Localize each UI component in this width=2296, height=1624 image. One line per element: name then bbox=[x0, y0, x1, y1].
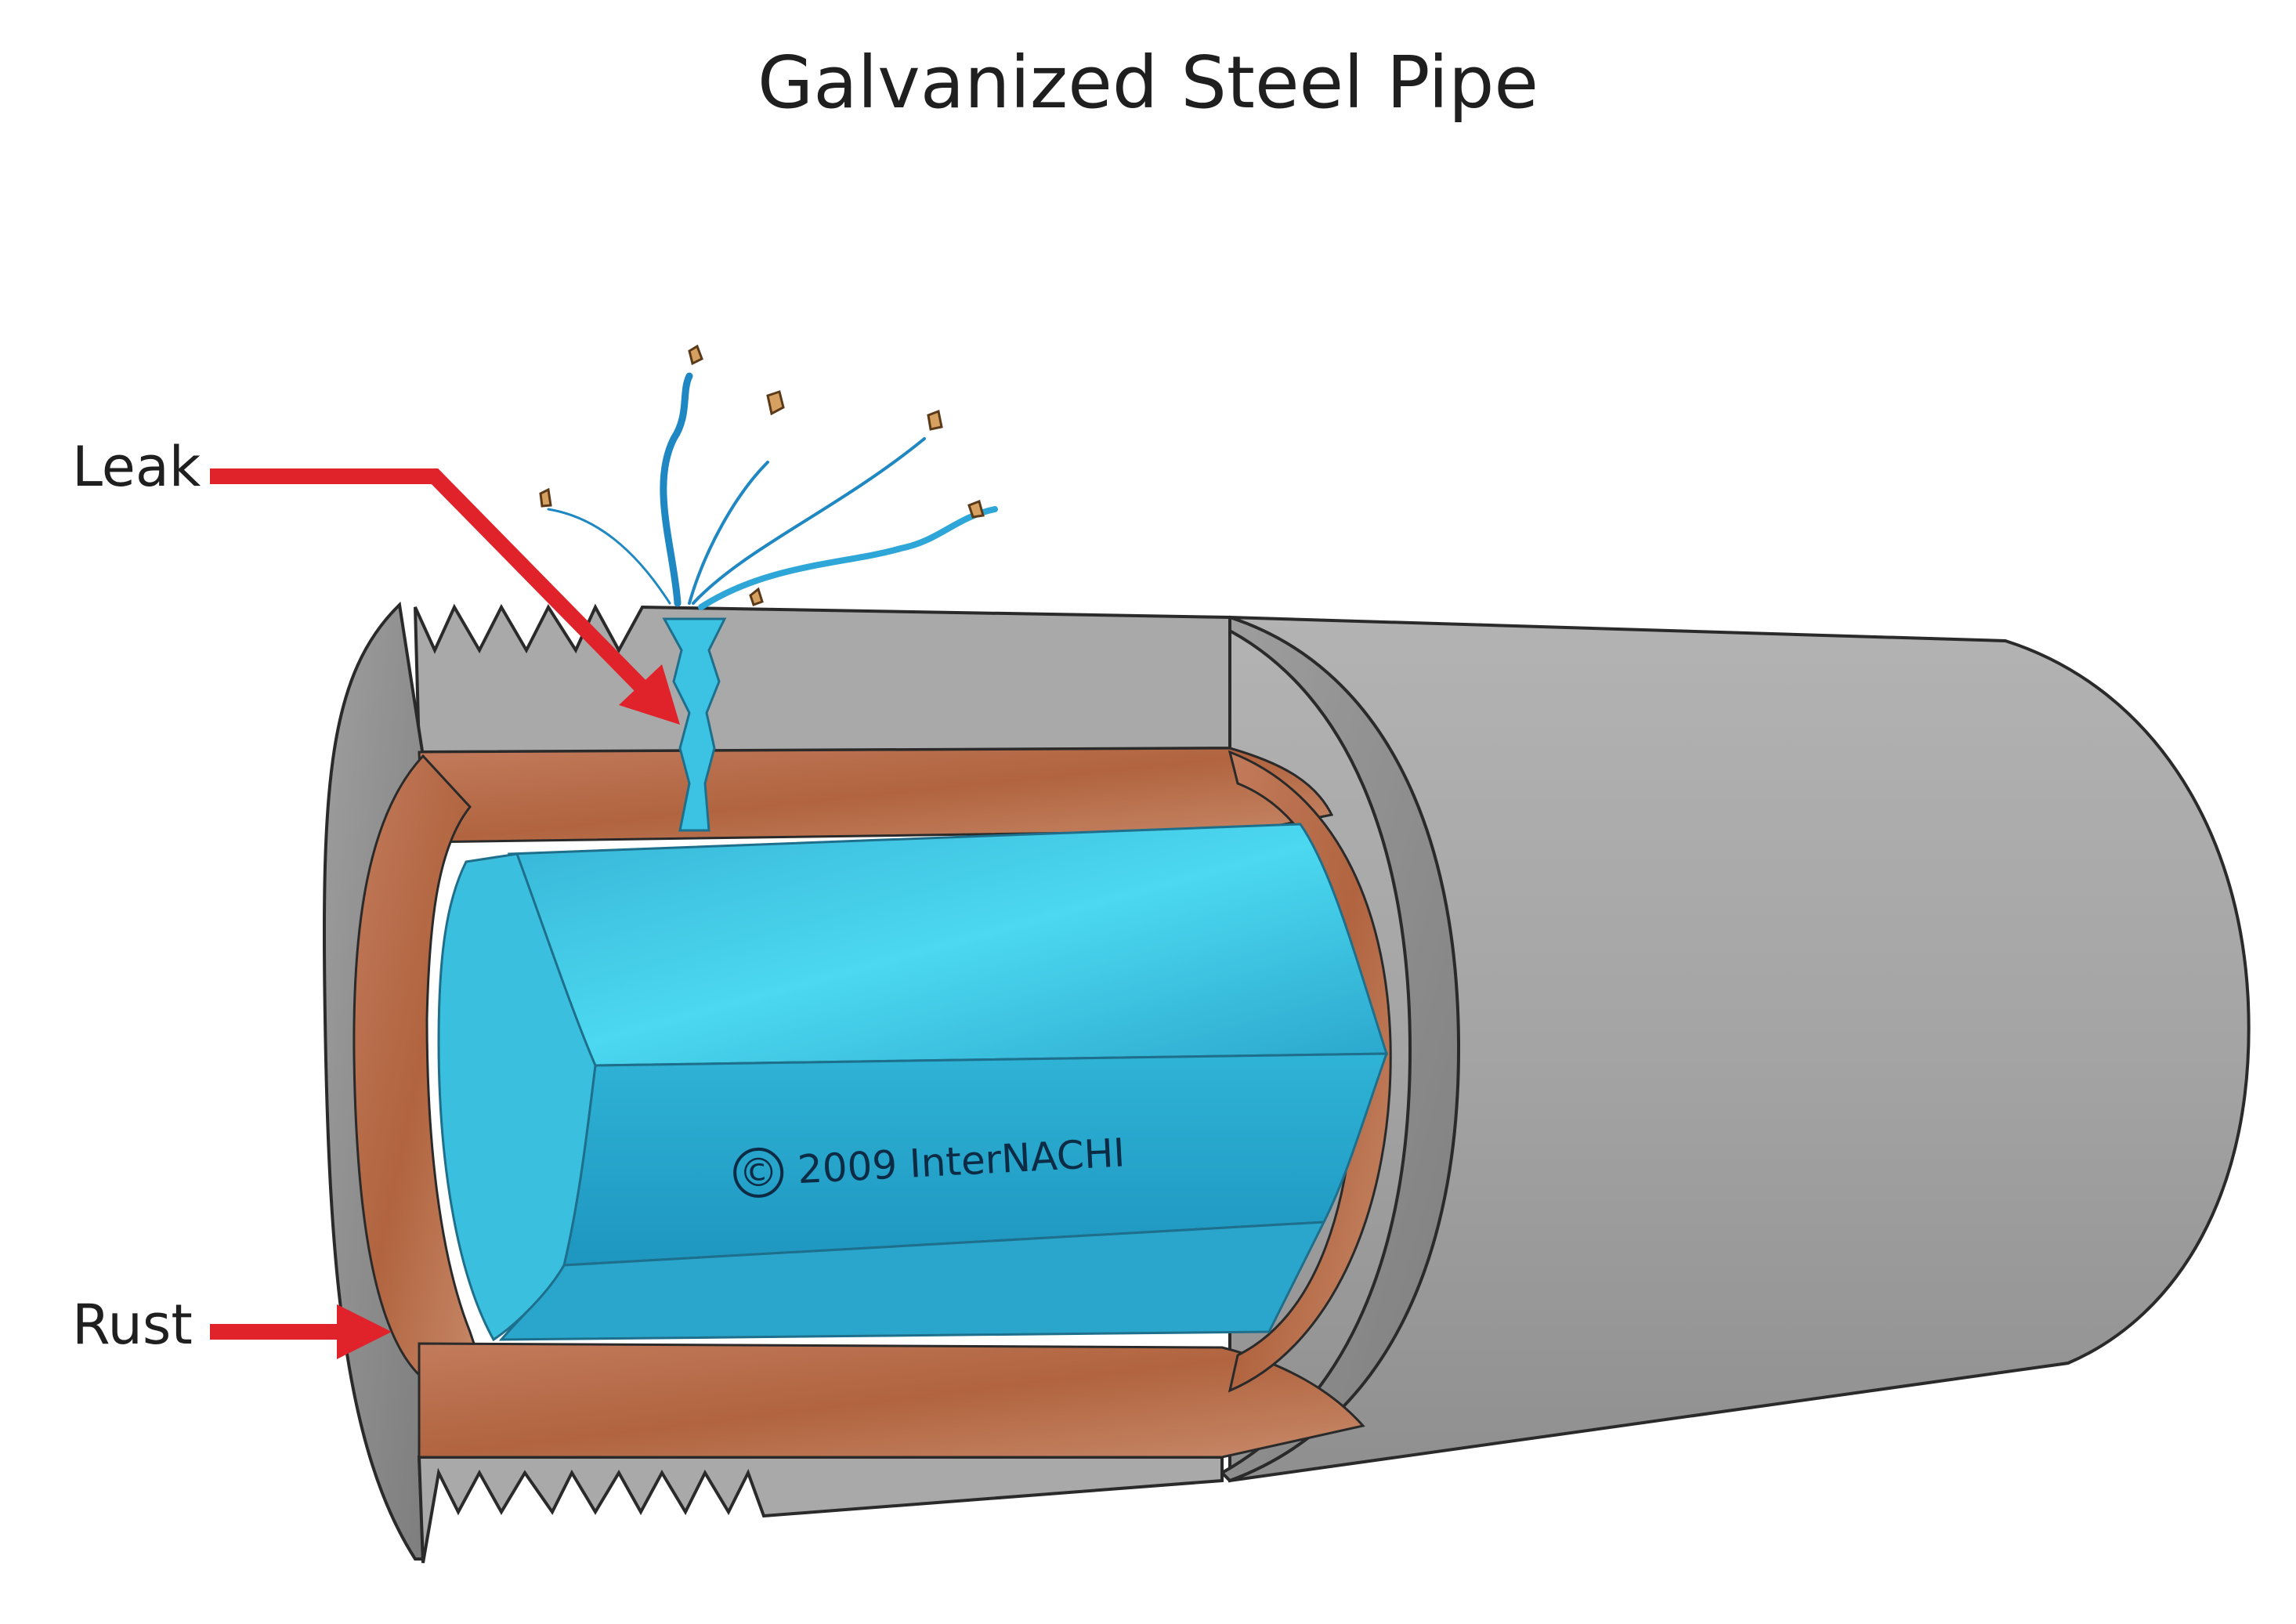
pipe-end-ring bbox=[1219, 615, 1461, 1483]
copyright-mark: © bbox=[738, 1149, 779, 1197]
copyright-circle bbox=[733, 1147, 784, 1198]
rust-flake bbox=[766, 390, 785, 416]
rust-flake bbox=[749, 587, 764, 606]
leak-channel bbox=[662, 617, 727, 832]
water-left-face bbox=[437, 852, 597, 1342]
rust-label: Rust bbox=[72, 1293, 193, 1357]
rust-flake bbox=[927, 409, 943, 431]
leak-arrow bbox=[210, 468, 680, 725]
rust-arrow bbox=[210, 1304, 392, 1359]
threaded-top-slab bbox=[414, 603, 1231, 754]
spray-jet bbox=[660, 372, 693, 607]
rust-bottom-band bbox=[418, 1342, 1365, 1459]
spray-jet bbox=[547, 508, 671, 605]
water-top-face bbox=[507, 823, 1389, 1067]
spray-jet bbox=[688, 461, 769, 605]
rust-top-band bbox=[418, 747, 1334, 844]
spray-jet bbox=[698, 506, 998, 610]
leak-label: Leak bbox=[72, 435, 201, 499]
rust-flake bbox=[967, 500, 985, 519]
threaded-bottom-slab bbox=[417, 1456, 1224, 1564]
diagram-title: Galvanized Steel Pipe bbox=[757, 41, 1539, 125]
pipe-body bbox=[1228, 615, 2251, 1483]
rust-flake bbox=[688, 344, 703, 366]
spray-jet bbox=[692, 437, 926, 605]
rust-flake bbox=[539, 487, 552, 508]
